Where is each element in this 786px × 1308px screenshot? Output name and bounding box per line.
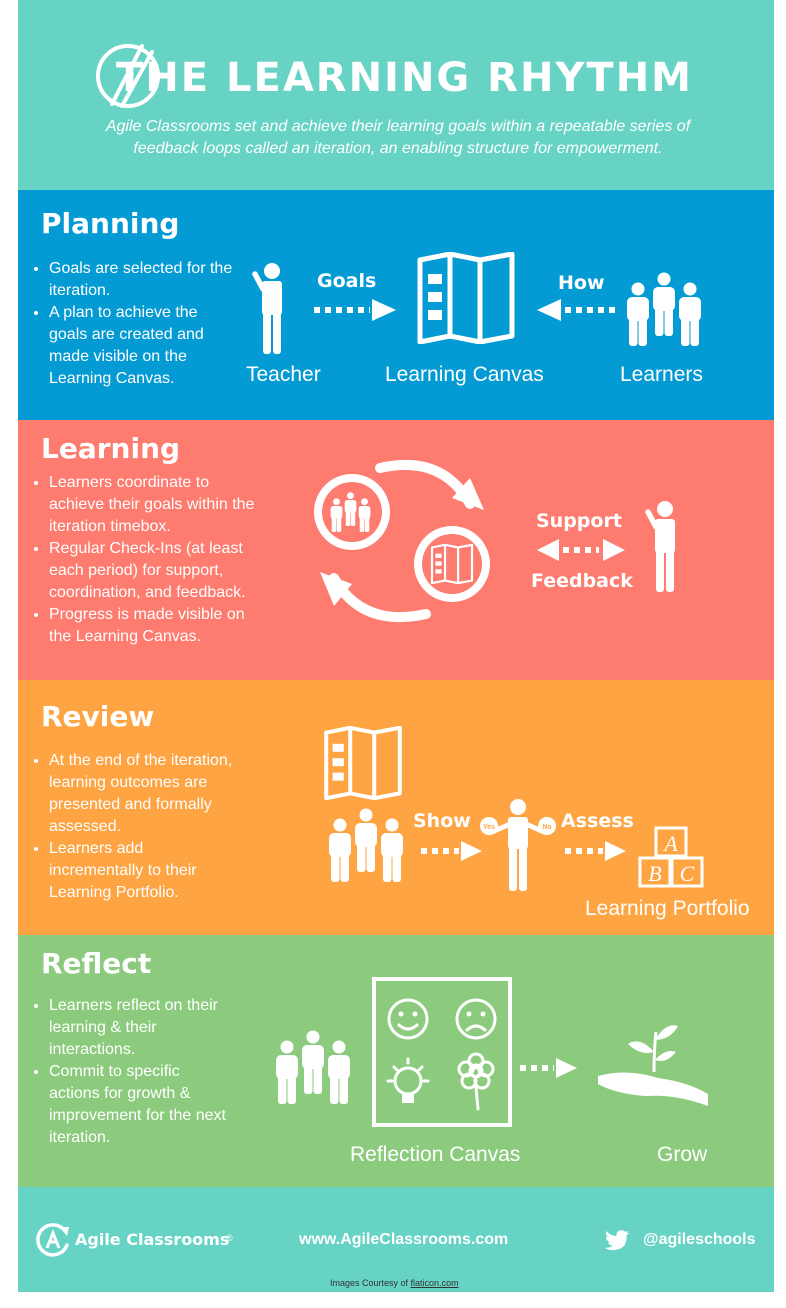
learners-group-icon	[627, 272, 701, 346]
list-item: Learners reflect on their learning & the…	[49, 995, 234, 1061]
block-a: A	[662, 831, 678, 856]
list-item: Learners add incrementally to their Lear…	[49, 838, 234, 904]
flower-icon	[457, 1052, 495, 1111]
list-item: At the end of the iteration, learning ou…	[49, 750, 234, 838]
agile-classrooms-logo-icon	[36, 1223, 69, 1257]
planning-bullet-list: Goals are selected for the iteration. A …	[31, 258, 234, 390]
double-arrow-icon	[537, 539, 625, 561]
reflect-section: Reflect Learners reflect on their learni…	[18, 935, 774, 1187]
abc-blocks-icon: A B C	[638, 826, 704, 888]
arrow-left-icon	[537, 299, 617, 321]
hand-sprout-icon	[598, 1025, 708, 1106]
support-label: Support	[536, 510, 622, 532]
list-item: Progress is made visible on the Learning…	[49, 604, 264, 648]
review-section: Review At the end of the iteration, lear…	[18, 680, 774, 935]
list-item: Goals are selected for the iteration.	[49, 258, 234, 302]
learning-portfolio-label: Learning Portfolio	[585, 897, 750, 920]
reflect-bullet-list: Learners reflect on their learning & the…	[31, 995, 234, 1149]
reflection-canvas-label: Reflection Canvas	[350, 1143, 521, 1166]
footer: Agile Classrooms ® www.AgileClassrooms.c…	[18, 1187, 774, 1292]
review-bullet-list: At the end of the iteration, learning ou…	[31, 750, 234, 904]
arrow-right-icon	[520, 1058, 577, 1078]
chopsticks-circle-icon	[96, 44, 160, 108]
twitter-handle[interactable]: @agileschools	[643, 1231, 756, 1248]
arrow-right-icon	[421, 841, 482, 861]
teacher-label: Teacher	[246, 363, 321, 386]
brand-name: Agile Classrooms	[75, 1230, 230, 1249]
website-link[interactable]: www.AgileClassrooms.com	[299, 1231, 509, 1248]
learners-label: Learners	[620, 363, 703, 386]
flaticon-link[interactable]: flaticon.com	[410, 1278, 459, 1288]
learning-canvas-icon	[416, 252, 516, 344]
planning-section: Planning Goals are selected for the iter…	[18, 190, 774, 420]
arrow-right-icon	[565, 841, 626, 861]
show-label: Show	[413, 810, 471, 832]
feedback-label: Feedback	[531, 570, 633, 592]
no-badge: No	[542, 824, 551, 831]
iteration-cycle-icon	[314, 460, 490, 622]
page-title: THE LEARNING RHYTHM	[116, 55, 693, 101]
page-subtitle: Agile Classrooms set and achieve their l…	[105, 118, 691, 157]
block-c: C	[680, 861, 695, 886]
reflection-canvas-icon	[372, 977, 512, 1127]
yes-badge: Yes	[483, 824, 495, 831]
learners-group-icon	[276, 1030, 350, 1104]
learning-canvas-label: Learning Canvas	[385, 363, 544, 386]
list-item: Commit to specific actions for growth & …	[49, 1061, 234, 1149]
image-credit: Images Courtesy of flaticon.com	[330, 1278, 459, 1288]
learning-bullet-list: Learners coordinate to achieve their goa…	[31, 472, 264, 648]
teacher-icon	[252, 262, 292, 354]
how-label: How	[558, 272, 605, 294]
arrow-right-icon	[314, 299, 396, 321]
learning-title: Learning	[41, 432, 181, 465]
learning-canvas-icon	[323, 726, 403, 800]
brand-registered-mark: ®	[226, 1233, 233, 1243]
header-banner: THE LEARNING RHYTHM Agile Classrooms set…	[18, 0, 774, 190]
review-title: Review	[41, 700, 155, 733]
list-item: Learners coordinate to achieve their goa…	[49, 472, 264, 538]
learners-group-icon	[329, 808, 403, 882]
assessor-icon: Yes No	[480, 799, 556, 891]
learning-section: Learning Learners coordinate to achieve …	[18, 420, 774, 680]
block-b: B	[648, 861, 661, 886]
frown-icon	[455, 998, 497, 1040]
list-item: Regular Check-Ins (at least each period)…	[49, 538, 264, 604]
teacher-icon	[645, 500, 685, 592]
grow-label: Grow	[657, 1143, 708, 1166]
list-item: A plan to achieve the goals are created …	[49, 302, 234, 390]
smile-icon	[387, 998, 429, 1040]
goals-label: Goals	[317, 270, 377, 292]
lightbulb-icon	[386, 1057, 430, 1103]
assess-label: Assess	[561, 810, 634, 832]
credit-text: Images Courtesy of	[330, 1278, 411, 1288]
twitter-icon[interactable]	[604, 1230, 630, 1251]
planning-title: Planning	[41, 207, 180, 240]
reflect-title: Reflect	[41, 947, 152, 980]
